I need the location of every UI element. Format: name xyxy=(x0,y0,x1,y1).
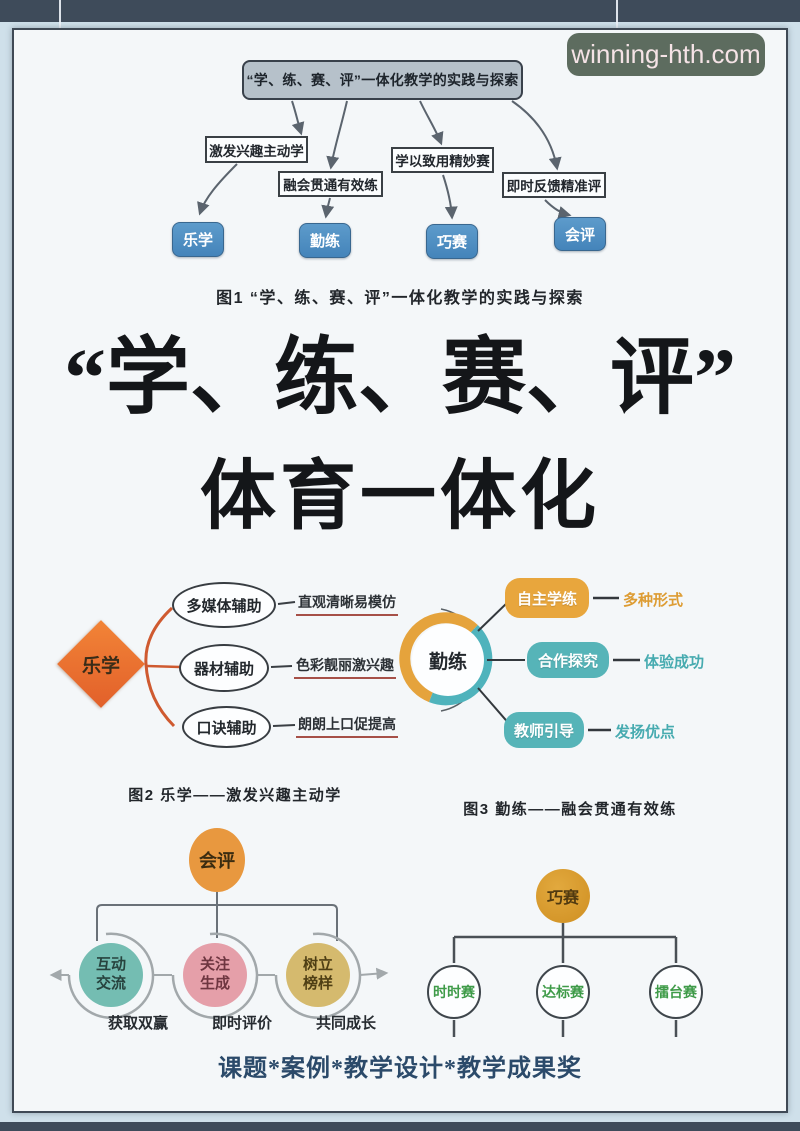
fig3-node-self-practice: 自主学练 xyxy=(505,578,589,618)
fig2-note-2: 色彩靓丽激兴趣 xyxy=(294,655,396,679)
headline-line1: “学、练、赛、评” xyxy=(63,332,736,425)
bottom-frame-bar xyxy=(0,1122,800,1131)
fig2-note-3: 朗朗上口促提高 xyxy=(296,714,398,738)
poster-page xyxy=(12,28,788,1113)
fig4-circle-1-line2: 交流 xyxy=(95,975,126,992)
fig3-note-1: 多种形式 xyxy=(623,592,684,609)
fig4-circle-3-line1: 树立 xyxy=(302,956,333,974)
footer-slogan: 课题*案例*教学设计*教学成果奖 xyxy=(218,1056,582,1082)
fig3-root-circle: 勤练 xyxy=(412,624,484,696)
fig4-circle-role-model: 树立 榜样 xyxy=(286,943,350,1007)
fig2-root-label: 乐学 xyxy=(81,655,120,677)
fig4-label-3: 共同成长 xyxy=(315,1015,376,1032)
fig3-note-3: 发扬优点 xyxy=(615,724,676,741)
fig1-mid-box-learn: 激发兴趣主动学 xyxy=(205,136,308,163)
fig4-circle-2-line2: 生成 xyxy=(199,975,230,992)
fig4-root-oval: 会评 xyxy=(189,828,245,892)
fig1-mid-box-compete: 学以致用精妙赛 xyxy=(391,147,494,173)
fig4-circle-1-line1: 互动 xyxy=(95,956,126,974)
fig1-caption: 图1 “学、练、赛、评”一体化教学的实践与探索 xyxy=(216,290,584,307)
watermark-text: winning-hth.com xyxy=(571,39,761,69)
top-frame-bar xyxy=(0,0,800,22)
fig2-node-multimedia: 多媒体辅助 xyxy=(172,582,276,628)
fig1-root-box: “学、练、赛、评”一体化教学的实践与探索 xyxy=(242,60,523,100)
fig3-connectors xyxy=(399,596,640,732)
fig1-leaf-box-qiaosai: 巧赛 xyxy=(426,224,478,259)
fig3-node-teacher-guidance: 教师引导 xyxy=(504,712,584,748)
fig4-circle-generation: 关注 生成 xyxy=(183,943,247,1007)
scan-fold-line-right xyxy=(616,0,618,34)
fig4-circle-2-line1: 关注 xyxy=(199,956,230,974)
fig2-note-1: 直观清晰易模仿 xyxy=(296,592,398,616)
fig1-leaf-box-huiping: 会评 xyxy=(554,217,606,251)
fig5-root-circle: 巧赛 xyxy=(536,869,590,923)
fig2-node-equipment: 器材辅助 xyxy=(179,644,269,692)
watermark-badge: winning-hth.com xyxy=(567,33,765,76)
fig5-circle-timed-race: 时时赛 xyxy=(427,965,481,1019)
fig4-label-1: 获取双赢 xyxy=(107,1015,168,1032)
fig2-connectors xyxy=(144,601,296,728)
fig2-root-diamond: 乐学 xyxy=(57,620,145,708)
scan-fold-line-left xyxy=(59,0,61,30)
fig1-arrows xyxy=(197,100,572,220)
fig2-node-mnemonic: 口诀辅助 xyxy=(182,706,271,748)
fig3-caption: 图3 勤练——融会贯通有效练 xyxy=(463,801,677,818)
fig4-label-2: 即时评价 xyxy=(211,1015,272,1032)
fig2-caption: 图2 乐学——激发兴趣主动学 xyxy=(128,787,342,804)
fig5-circle-arena-race: 擂台赛 xyxy=(649,965,703,1019)
fig5-circle-standard-race: 达标赛 xyxy=(536,965,590,1019)
fig4-circle-interaction: 互动 交流 xyxy=(79,943,143,1007)
fig4-connectors xyxy=(49,892,389,1019)
fig1-mid-box-evaluate: 即时反馈精准评 xyxy=(502,172,606,198)
fig1-leaf-box-lexue: 乐学 xyxy=(172,222,224,257)
fig1-mid-box-practice: 融会贯通有效练 xyxy=(278,171,383,197)
fig5-connectors xyxy=(452,923,678,1037)
fig3-node-cooperative-inquiry: 合作探究 xyxy=(527,642,609,678)
fig1-leaf-box-qinlian: 勤练 xyxy=(299,223,351,258)
headline-line2: 体育一体化 xyxy=(200,455,600,539)
fig3-note-2: 体验成功 xyxy=(644,654,705,671)
fig4-circle-3-line2: 榜样 xyxy=(302,975,333,992)
